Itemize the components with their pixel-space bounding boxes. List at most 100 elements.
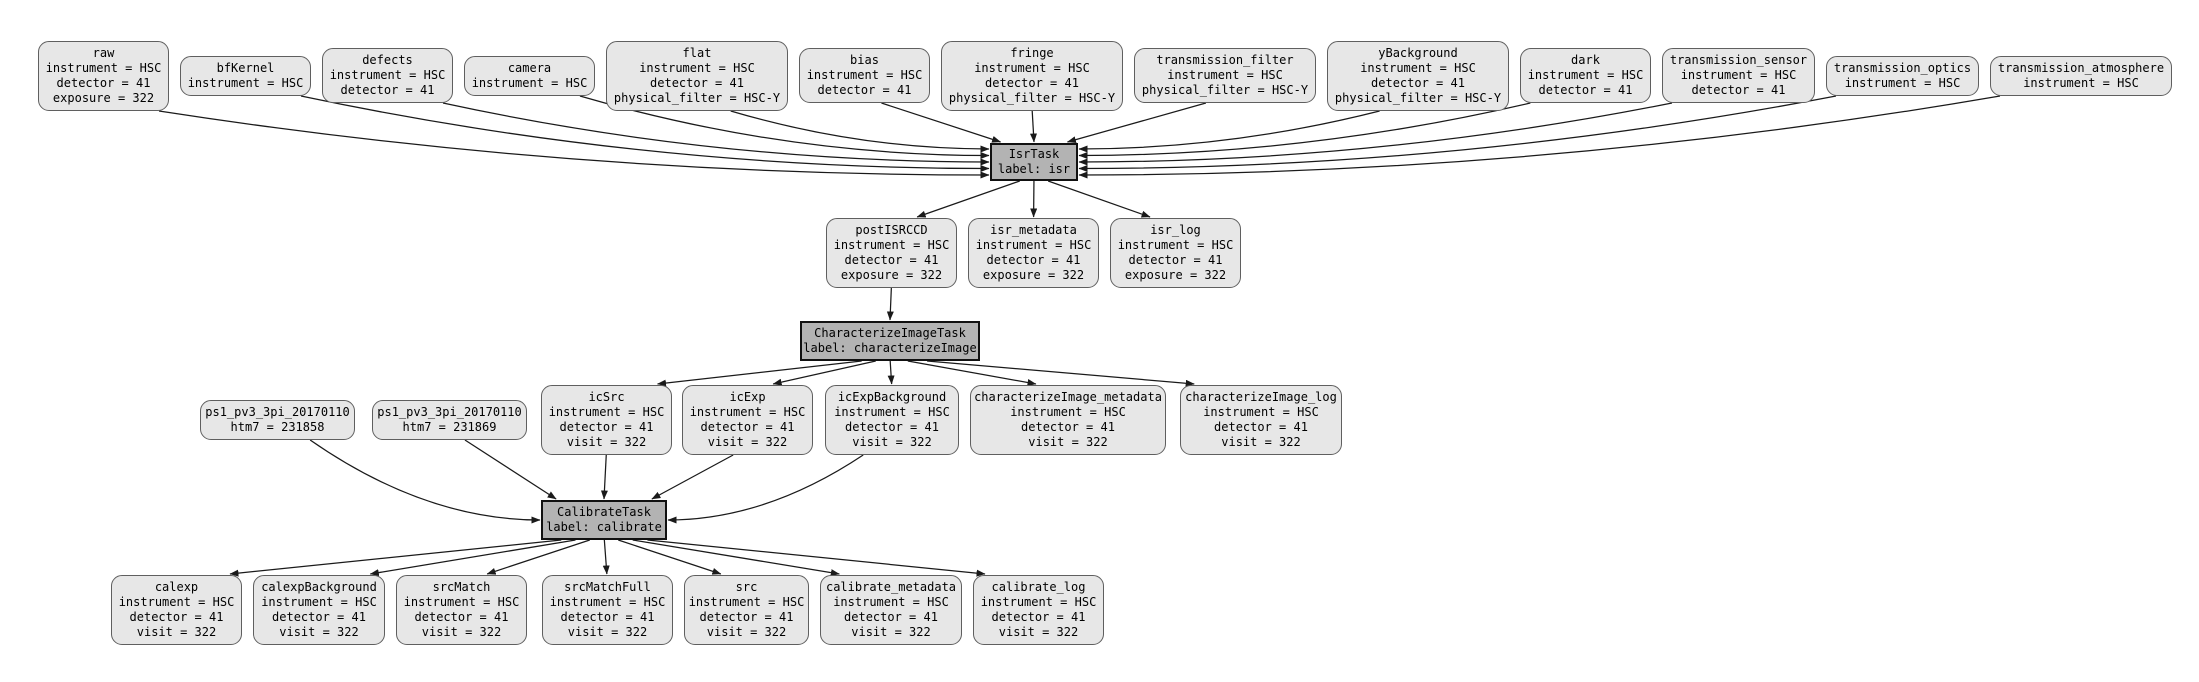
- edge-dark-to-isr: [1078, 102, 1531, 159]
- node-attribute: instrument = HSC: [549, 595, 666, 609]
- node-attribute: visit = 322: [136, 625, 217, 639]
- node-attribute: detector = 41: [129, 610, 224, 624]
- node-attribute: instrument = HSC: [118, 595, 235, 609]
- node-attribute: instrument = HSC: [1680, 68, 1797, 82]
- node-title: icSrc: [588, 390, 625, 404]
- node-attribute: detector = 41: [700, 420, 795, 434]
- edge-bias-to-isr: [881, 102, 1002, 143]
- node-attribute: detector = 41: [1691, 83, 1786, 97]
- node-attribute: detector = 41: [985, 76, 1079, 90]
- node-title: srcMatchFull: [564, 580, 651, 594]
- node-title: fringe: [1010, 46, 1054, 60]
- node-attribute: instrument = HSC: [329, 68, 446, 82]
- node-title: camera: [507, 61, 552, 75]
- node-attribute: instrument = HSC: [1010, 405, 1126, 419]
- node-attribute: detector = 41: [560, 610, 655, 624]
- node-attribute: instrument = HSC: [261, 595, 377, 609]
- edge-raw-to-isr: [158, 110, 990, 179]
- node-attribute: instrument = HSC: [975, 238, 1092, 252]
- node-title: transmission_sensor: [1669, 53, 1808, 67]
- edge-ps1_htm7_231869-to-calibrate: [464, 439, 557, 500]
- node-title: ps1_pv3_3pi_20170110: [205, 405, 350, 419]
- node-title: ps1_pv3_3pi_20170110: [377, 405, 522, 419]
- node-attribute: instrument = HSC: [1203, 405, 1319, 419]
- node-attribute: instrument = HSC: [688, 595, 805, 609]
- node-attribute: instrument = HSC: [980, 595, 1097, 609]
- node-attribute: physical_filter = HSC-Y: [1334, 91, 1502, 105]
- node-attribute: detector = 41: [559, 420, 654, 434]
- edge-isr-to-postISRCCD: [916, 180, 1020, 218]
- node-attribute: visit = 322: [566, 435, 647, 449]
- node-attribute: visit = 322: [1221, 435, 1301, 449]
- node-title: transmission_optics: [1833, 61, 1972, 75]
- node-attribute: detector = 41: [991, 610, 1086, 624]
- node-title: isr_log: [1150, 223, 1201, 237]
- node-attribute: detector = 41: [844, 253, 939, 267]
- node-title: bfKernel: [216, 61, 275, 75]
- node-attribute: instrument = HSC: [834, 405, 950, 419]
- node-attribute: label: calibrate: [546, 520, 662, 534]
- node-attribute: exposure = 322: [982, 268, 1085, 282]
- node-attribute: physical_filter = HSC-Y: [948, 91, 1116, 105]
- node-title: isr_metadata: [990, 223, 1077, 237]
- edge-calibrate-to-src: [618, 539, 722, 575]
- edge-postISRCCD-to-characterizeImage: [886, 287, 894, 321]
- node-attribute: instrument = HSC: [471, 76, 588, 90]
- node-attribute: detector = 41: [414, 610, 509, 624]
- edge-calibrate-to-srcMatchFull: [602, 539, 610, 575]
- edge-icExp-to-calibrate: [651, 454, 734, 500]
- node-attribute: visit = 322: [851, 625, 931, 639]
- node-attribute: physical_filter = HSC-Y: [613, 91, 781, 105]
- node-attribute: instrument = HSC: [833, 238, 950, 252]
- node-attribute: exposure = 322: [52, 91, 155, 105]
- node-attribute: detector = 41: [340, 83, 435, 97]
- node-attribute: visit = 322: [421, 625, 502, 639]
- node-title: icExp: [729, 390, 766, 404]
- node-title: raw: [92, 46, 115, 60]
- node-title: dark: [1571, 53, 1600, 67]
- node-attribute: visit = 322: [706, 625, 787, 639]
- edge-calibrate-to-calibrate_metadata: [632, 539, 840, 577]
- node-attribute: instrument = HSC: [1167, 68, 1283, 82]
- node-title: CalibrateTask: [557, 505, 651, 519]
- node-attribute: detector = 41: [845, 420, 939, 434]
- node-attribute: instrument = HSC: [1117, 238, 1234, 252]
- edge-characterizeImage-to-characterizeImage_metadata: [907, 360, 1037, 386]
- node-title: flat: [682, 46, 712, 60]
- edge-icSrc-to-calibrate: [600, 454, 608, 500]
- edge-calibrate-to-calexp: [229, 539, 562, 577]
- edge-defects-to-isr: [442, 102, 990, 166]
- edge-calibrate-to-calibrate_log: [647, 539, 986, 577]
- node-attribute: detector = 41: [1128, 253, 1223, 267]
- edge-transmission_filter-to-isr: [1066, 102, 1207, 144]
- node-attribute: detector = 41: [699, 610, 794, 624]
- node-title: calexp: [154, 580, 199, 594]
- node-title: defects: [362, 53, 413, 67]
- edge-characterizeImage-to-icSrc: [657, 360, 862, 387]
- edge-characterizeImage-to-icExp: [772, 360, 876, 386]
- node-attribute: visit = 322: [707, 435, 788, 449]
- node-title: icExpBackground: [837, 390, 947, 404]
- node-attribute: instrument = HSC: [403, 595, 520, 609]
